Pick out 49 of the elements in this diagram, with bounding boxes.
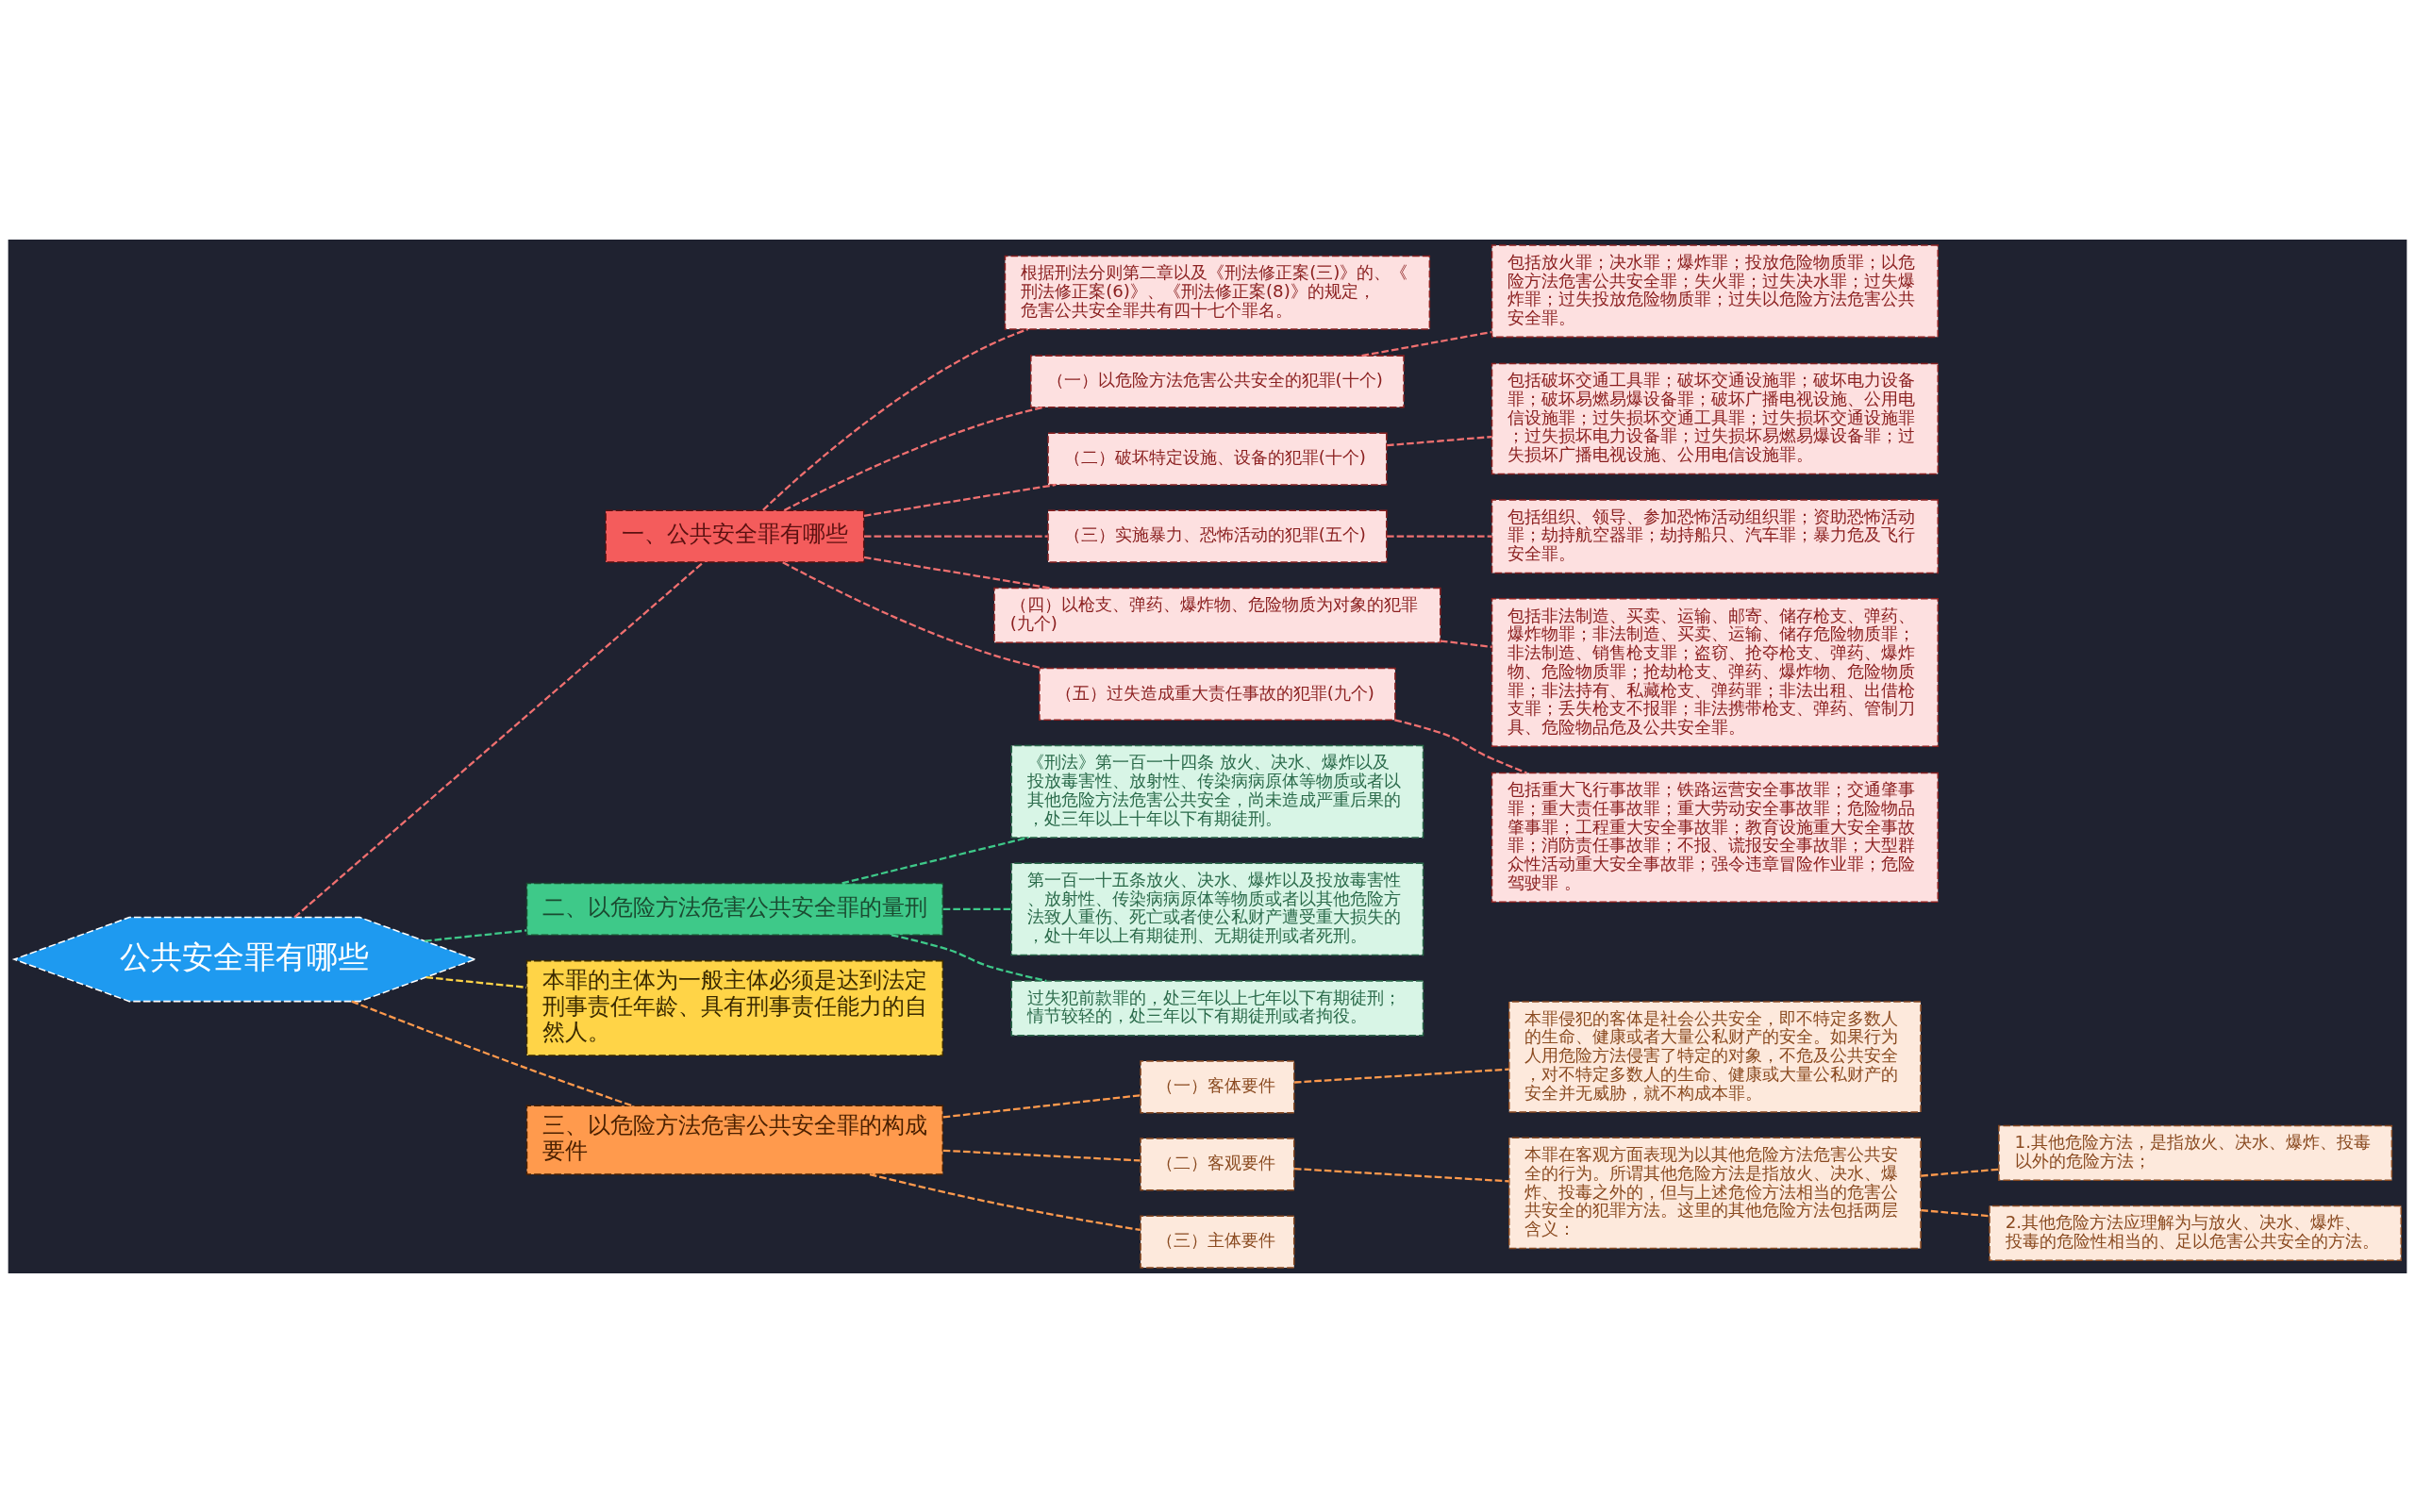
node-box: （一）以危险方法危害公共安全的犯罪(十个) bbox=[1030, 354, 1405, 408]
node-box: （五）过失造成重大责任事故的犯罪(九个) bbox=[1039, 667, 1396, 721]
connector bbox=[1921, 1168, 1999, 1177]
connector bbox=[891, 933, 1047, 982]
connector bbox=[425, 928, 527, 942]
node-box: 《刑法》第一百一十四条 放火、决水、爆炸以及投放毒害性、放射性、传染病病原体等物质或者以其他危险方法危害公共安全，尚未造成严重后果的，处三年以上十年以下有期徒刑。 bbox=[1010, 744, 1424, 839]
node-box: 包括放火罪；决水罪；爆炸罪；投放危险物质罪；以危险方法危害公共安全罪；失火罪；过失决水罪；过失爆炸罪；过失投放危险物质罪；过失以危险方法危害公共安全罪。 bbox=[1491, 243, 1940, 338]
connector bbox=[425, 975, 527, 989]
connector bbox=[942, 1149, 1141, 1161]
connector bbox=[1361, 330, 1492, 357]
node-box: 过失犯前款罪的，处三年以上七年以下有期徒刑；情节较轻的，处三年以下有期徒刑或者拘役。 bbox=[1010, 979, 1424, 1036]
connector bbox=[1294, 1167, 1509, 1182]
connector bbox=[864, 535, 1048, 538]
node-box: （一）客体要件 bbox=[1140, 1059, 1295, 1113]
connector bbox=[1387, 435, 1492, 446]
connector bbox=[1387, 535, 1492, 538]
connector bbox=[1394, 718, 1527, 773]
node-box: （三）实施暴力、恐怖活动的犯罪(五个) bbox=[1047, 509, 1388, 563]
connector bbox=[869, 1172, 1141, 1231]
node-box: 包括破坏交通工具罪；破坏交通设施罪；破坏电力设备罪；破坏易燃易爆设备罪；破坏广播电视设施、公用电信设施罪；过失损坏交通工具罪；过失损坏交通设施罪；过失损坏电力设备罪；过失损坏易燃易爆设备罪；过失损坏广播电视设施、公用电信设施罪。 bbox=[1491, 362, 1940, 474]
connector bbox=[863, 556, 1051, 589]
connector bbox=[942, 1093, 1141, 1118]
node-box: （二）客观要件 bbox=[1140, 1137, 1295, 1191]
node-box: （四）以枪支、弹药、爆炸物、危险物质为对象的犯罪(九个) bbox=[993, 587, 1441, 643]
connector bbox=[762, 327, 1028, 511]
node-box: 本罪在客观方面表现为以其他危险方法危害公共安全的行为。所谓其他危险方法是指放火、决水、爆炸、投毒之外的，但与上述危俭方法相当的危害公共安全的犯罪方法。这里的其他危险方法包括两层含义： bbox=[1508, 1137, 1922, 1249]
connector bbox=[1294, 1068, 1509, 1084]
node-box: 一、公共安全罪有哪些 bbox=[605, 509, 865, 563]
node-box: （三）主体要件 bbox=[1140, 1214, 1295, 1269]
connector bbox=[942, 907, 1011, 910]
connector bbox=[783, 406, 1043, 511]
connector bbox=[351, 1000, 633, 1106]
connector bbox=[841, 836, 1029, 884]
connector bbox=[1921, 1208, 1990, 1217]
node-box: 包括非法制造、买卖、运输、邮寄、储存枪支、弹药、爆炸物罪；非法制造、买卖、运输、储存危险物质罪；非法制造、销售枪支罪；盗窃、抢夺枪支、弹药、爆炸物、危险物质罪；抢劫枪支、弹药、爆炸物、危险物质罪；非法持有、私藏枪支、弹药罪；非法出租、出借枪支罪；丢失枪支不报罪；非法携带枪支、弹药、管制刀具、危险物品危及公共安全罪。 bbox=[1491, 597, 1940, 747]
node-box: 本罪侵犯的客体是社会公共安全，即不特定多数人的生命、健康或者大量公私财产的安全。如果行为人用危险方法侵害了特定的对象，不危及公共安全，对不特定多数人的生命、健康或大量公私财产的安全并无威胁，就不构成本罪。 bbox=[1508, 1000, 1922, 1113]
node-box: 三、以危险方法危害公共安全罪的构成要件 bbox=[525, 1104, 944, 1175]
connector bbox=[1440, 639, 1492, 648]
node-box: 包括重大飞行事故罪；铁路运营安全事故罪；交通肇事罪；重大责任事故罪；重大劳动安全事故罪；危险物品肇事罪；工程重大安全事故罪；教育设施重大安全事故罪；消防责任事故罪；不报、谎报安全事故罪；大型群众性活动重大安全事故罪；强令违章冒险作业罪；危险驾驶罪 。 bbox=[1491, 772, 1940, 903]
node-box: 包括组织、领导、参加恐怖活动组织罪；资助恐怖活动罪；劫持航空器罪；劫持船只、汽车罪；暴力危及飞行安全罪。 bbox=[1491, 498, 1940, 573]
node-box: 2.其他危险方法应理解为与放火、决水、爆炸、投毒的危险性相当的、足以危害公共安全的方法。 bbox=[1989, 1205, 2403, 1261]
node-box: 第一百一十五条放火、决水、爆炸以及投放毒害性、放射性、传染病病原体等物质或者以其他危险方法致人重伤、死亡或者使公私财产遭受重大损失的，处十年以上有期徒刑、无期徒刑或者死刑。 bbox=[1010, 862, 1424, 955]
connector bbox=[863, 483, 1057, 517]
node-box: （二）破坏特定设施、设备的犯罪(十个) bbox=[1047, 431, 1388, 486]
connector bbox=[293, 560, 705, 918]
node-box: 本罪的主体为一般主体必须是达到法定刑事责任年龄、具有刑事责任能力的自然人。 bbox=[525, 959, 944, 1056]
node-box: 1.其他危险方法，是指放火、决水、爆炸、投毒以外的危险方法； bbox=[1998, 1124, 2393, 1181]
node-box: 二、以危险方法危害公共安全罪的量刑 bbox=[525, 882, 944, 936]
node-box: 根据刑法分则第二章以及《刑法修正案(三)》的、《刑法修正案(6)》、《刑法修正案(8)》的规定，危害公共安全罪共有四十七个罪名。 bbox=[1004, 255, 1431, 330]
